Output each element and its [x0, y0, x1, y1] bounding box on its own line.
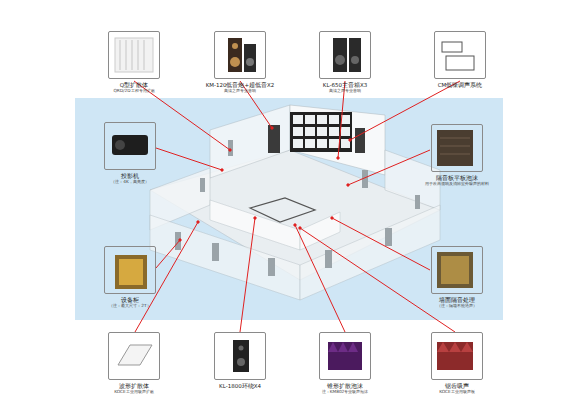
- callout-title: KL-1800环绕X4: [195, 383, 285, 389]
- callout-box: KL-650主音箱X3高清之声专业音响: [319, 31, 371, 79]
- screen-frame: [290, 112, 352, 152]
- callout-title: 波形扩散体: [89, 383, 179, 389]
- callout-box: 锥形扩散泡沫注：KM802专业吸声泡沫: [319, 332, 371, 380]
- callout-note: （注：最大尺寸：2T）: [85, 304, 175, 309]
- callout-title: 隔音板平板泡沫: [412, 175, 502, 181]
- callout-note: QRD/2D工程专用扩散: [89, 89, 179, 94]
- console-desk: [250, 198, 315, 222]
- acoustic-panels: [175, 140, 420, 276]
- callout-note: （注：4K，高亮度）: [85, 180, 175, 185]
- partition-wall: [300, 212, 340, 250]
- callout-box: Q型扩散体QRD/2D工程专用扩散: [108, 31, 160, 79]
- callout-note: 高清之声专业音响: [300, 89, 390, 94]
- speaker: [268, 125, 280, 153]
- callout-title: 墙面隔音处理: [412, 297, 502, 303]
- callout-title: KM-120低音炮+超低音X2: [195, 82, 285, 88]
- callout-note: KOCE工业用吸声扩散: [89, 390, 179, 395]
- leader-dots: [179, 127, 351, 241]
- callout-box: KM-120低音炮+超低音X2高清之声专业音响: [214, 31, 266, 79]
- callout-title: 锥形扩散泡沫: [300, 383, 390, 389]
- right-back-wall: [290, 105, 385, 175]
- callout-note: KOCE工业用吸声板: [412, 390, 502, 395]
- callout-box: CM低噪调声系统: [434, 31, 486, 79]
- callout-box: 锯齿吸声KOCE工业用吸声板: [431, 332, 483, 380]
- front-right-wall: [300, 205, 440, 300]
- callout-box: 隔音板平板泡沫用于改善混响及消除室外噪声的材料: [431, 124, 483, 172]
- leader-lines: [134, 81, 460, 332]
- partition-wall: [210, 200, 300, 250]
- callout-title: 设备柜: [85, 297, 175, 303]
- callout-box: 波形扩散体KOCE工业用吸声扩散: [108, 332, 160, 380]
- callout-box: 墙面隔音处理（注：隔墙不能透声）: [431, 246, 483, 294]
- speaker: [355, 128, 365, 153]
- callout-box: 设备柜（注：最大尺寸：2T）: [104, 246, 156, 294]
- callout-note: 用于改善混响及消除室外噪声的材料: [412, 182, 502, 187]
- left-back-wall: [210, 105, 290, 178]
- callout-title: CM低噪调声系统: [415, 82, 505, 88]
- backdrop: [75, 98, 503, 320]
- callout-note: 注：KM802专业吸声泡沫: [300, 390, 390, 395]
- callout-note: （注：隔墙不能透声）: [412, 304, 502, 309]
- callout-box: 投影机（注：4K，高亮度）: [104, 122, 156, 170]
- callout-title: 锯齿吸声: [412, 383, 502, 389]
- callout-title: KL-650主音箱X3: [300, 82, 390, 88]
- callout-box: KL-1800环绕X4: [214, 332, 266, 380]
- box-icons: [112, 38, 474, 372]
- callout-note: 高清之声专业音响: [195, 89, 285, 94]
- callout-title: Q型扩散体: [89, 82, 179, 88]
- callout-title: 投影机: [85, 173, 175, 179]
